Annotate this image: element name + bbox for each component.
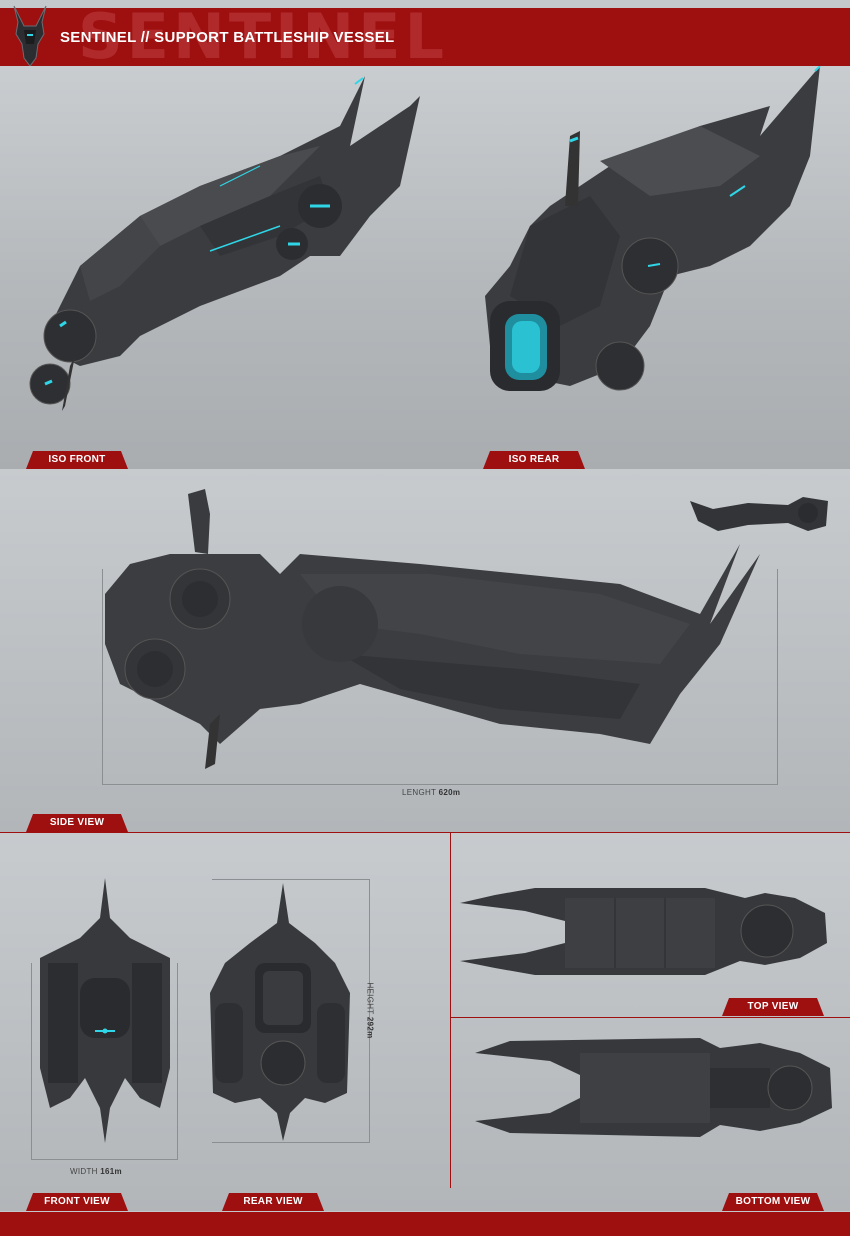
width-value-text: 161m (100, 1167, 122, 1176)
iso-front-ship-render (29, 76, 420, 411)
divider-line (0, 832, 850, 833)
length-measure-box (102, 569, 778, 785)
orthographic-views-panel: WIDTH 161m HEIGHT 292m (0, 833, 850, 1211)
footer-bar (0, 1212, 850, 1236)
label-bottom-view: BOTTOM VIEW (722, 1193, 824, 1211)
side-view-thumbnail-render (690, 497, 828, 531)
header-background-text: SENTINEL (78, 8, 449, 66)
sentinel-logo-icon (13, 5, 47, 67)
width-measure-box (31, 963, 178, 1160)
height-dimension-label: HEIGHT 292m (366, 982, 375, 1038)
length-value-text: 620m (438, 788, 461, 797)
height-measure-box (212, 879, 370, 1143)
label-front-view: FRONT VIEW (26, 1193, 128, 1211)
top-view-ship-render (460, 888, 827, 975)
length-dimension-label: LENGHT 620m (402, 788, 460, 797)
height-label-text: HEIGHT (365, 982, 375, 1015)
vertical-divider-line (450, 833, 451, 1188)
height-value-text: 292m (365, 1016, 375, 1039)
page-title: SENTINEL // SUPPORT BATTLESHIP VESSEL (60, 29, 395, 46)
header-banner: SENTINEL SENTINEL // SUPPORT BATTLESHIP … (0, 8, 850, 66)
label-iso-front: ISO FRONT (26, 451, 128, 469)
label-side-view: SIDE VIEW (26, 814, 128, 832)
iso-views-panel (0, 66, 850, 469)
iso-rear-ship-render (485, 66, 821, 391)
side-view-ship-render (105, 489, 760, 769)
label-top-view: TOP VIEW (722, 998, 824, 1016)
side-view-panel: LENGHT 620m (0, 469, 850, 832)
divider-line (450, 1017, 850, 1018)
label-rear-view: REAR VIEW (222, 1193, 324, 1211)
width-label-text: WIDTH (70, 1167, 98, 1176)
label-iso-rear: ISO REAR (483, 451, 585, 469)
bottom-view-ship-render (475, 1038, 832, 1137)
width-dimension-label: WIDTH 161m (70, 1167, 122, 1176)
front-view-ship-render (40, 878, 170, 1143)
rear-view-ship-render (210, 883, 350, 1141)
length-label-text: LENGHT (402, 788, 437, 797)
